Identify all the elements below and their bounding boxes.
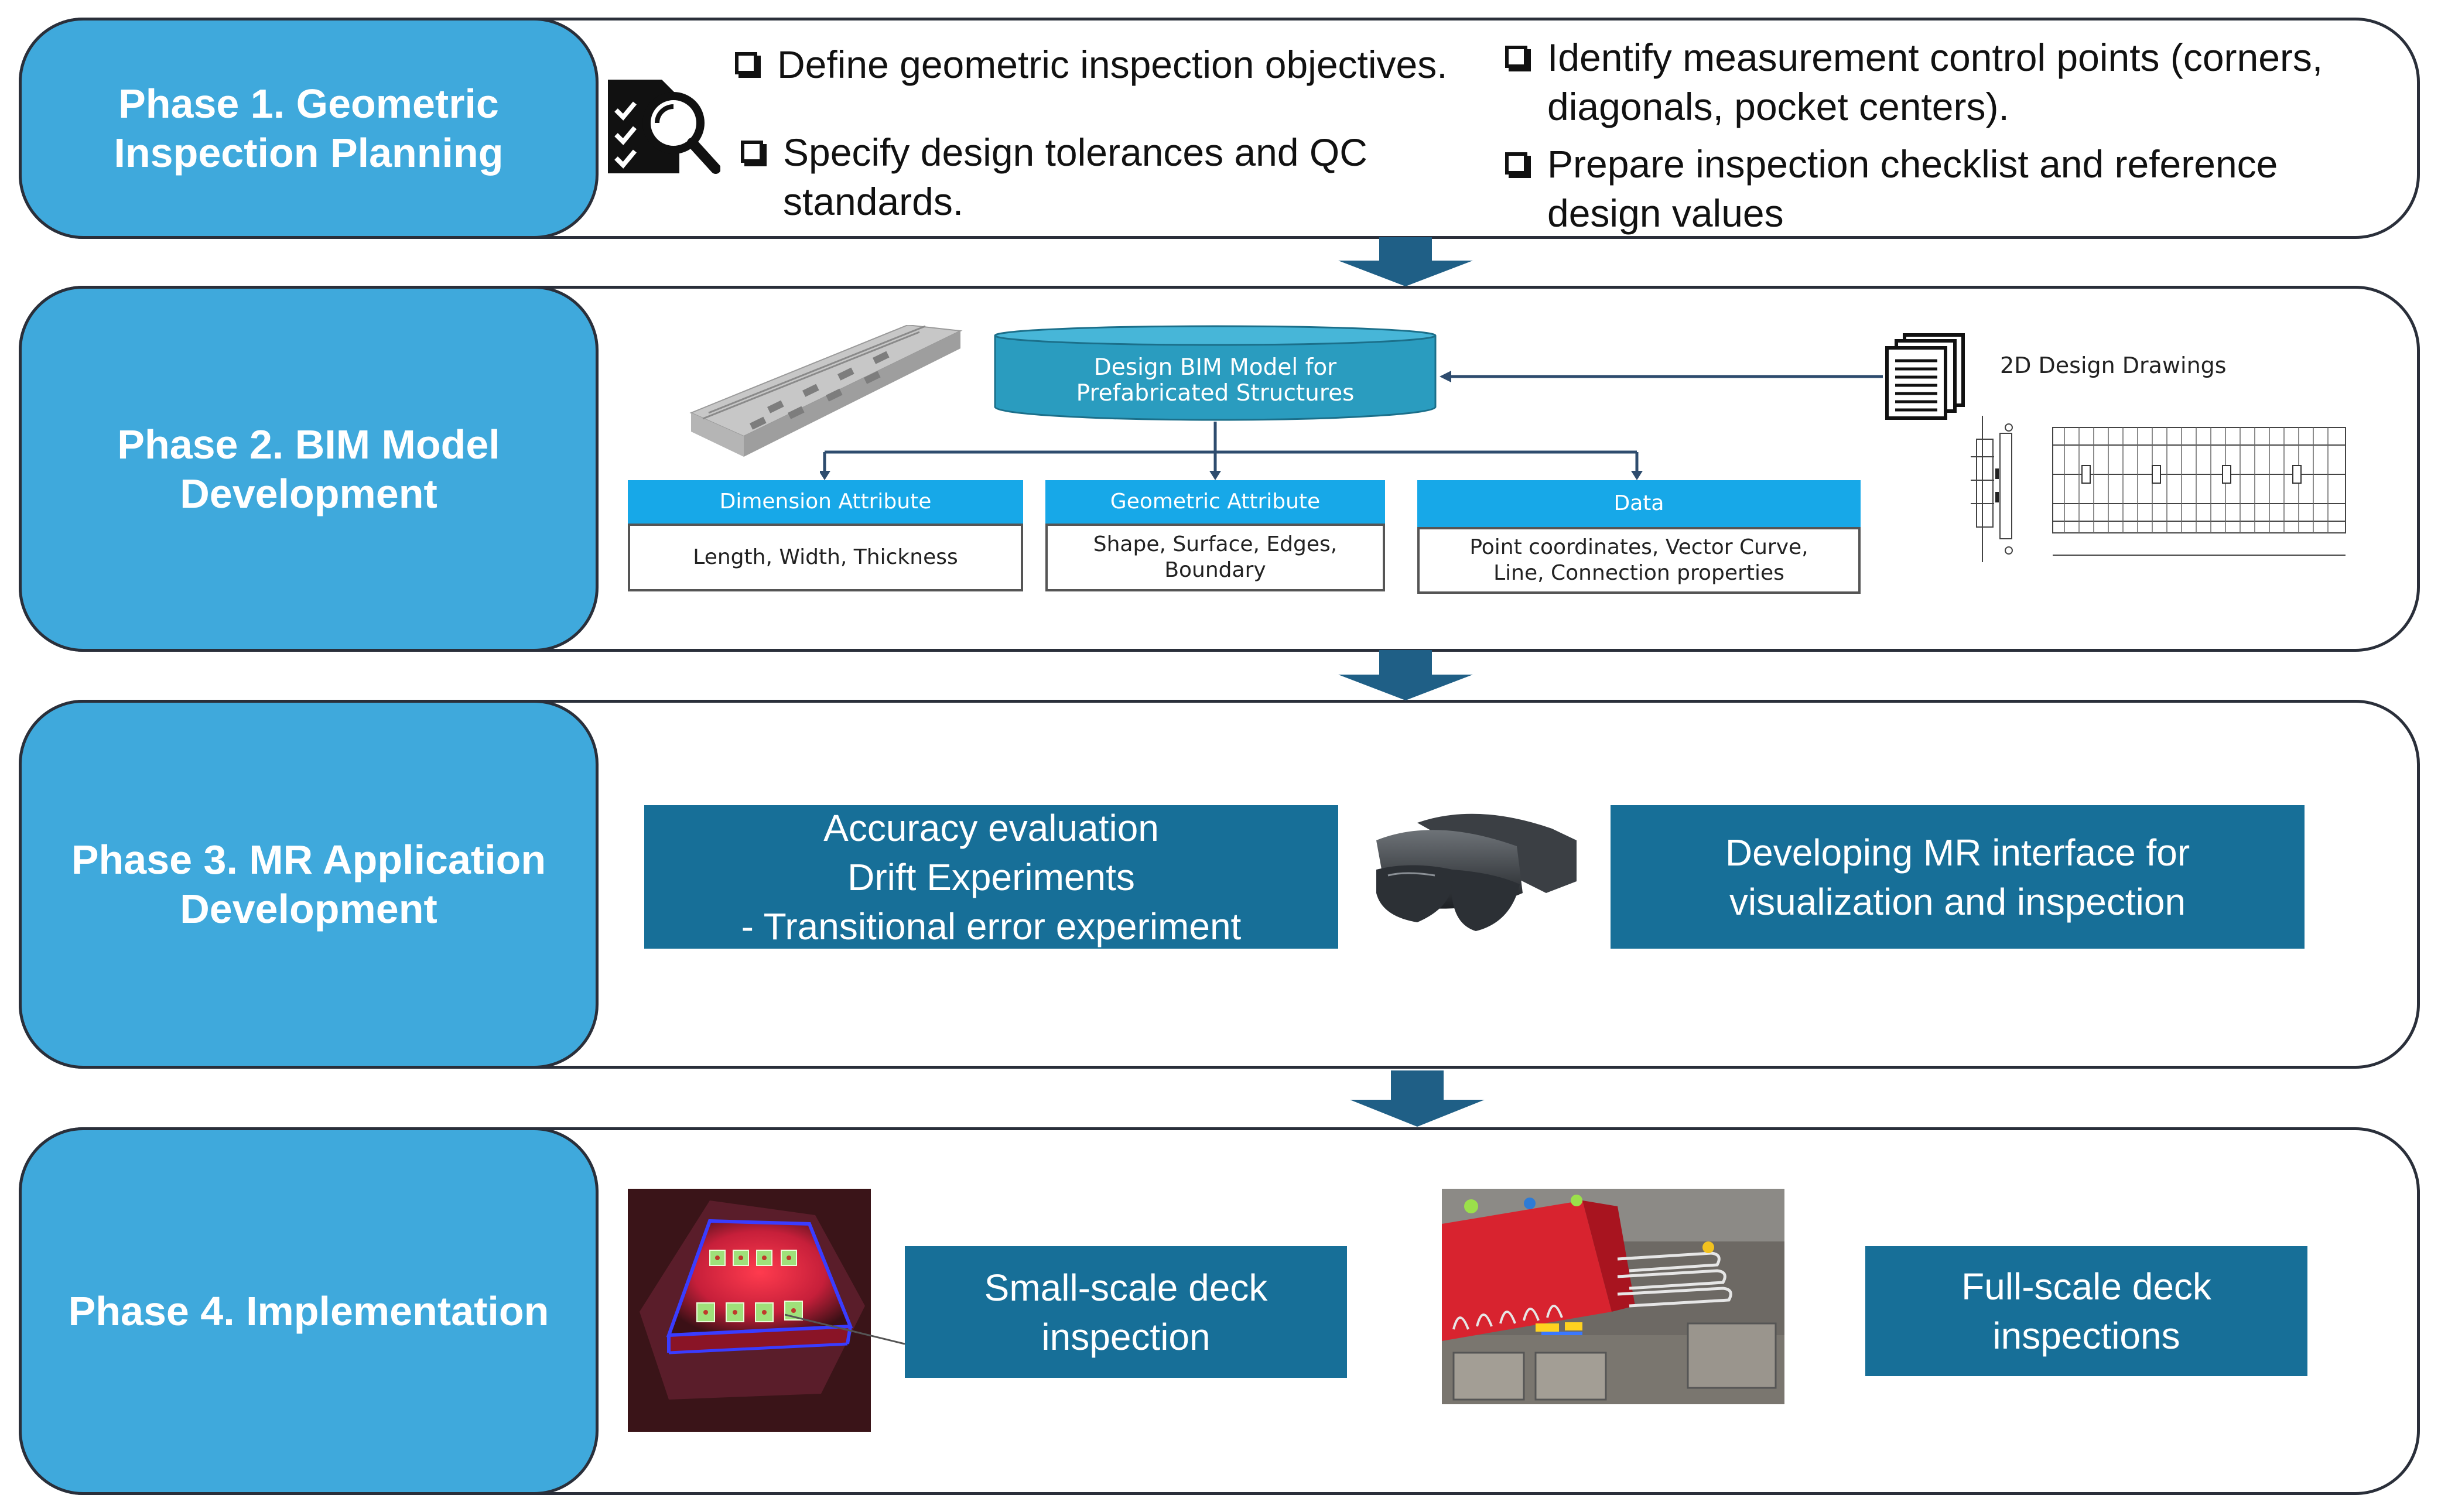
phase3-title: Phase 3. MR Application Development: [71, 837, 546, 932]
checklist-text: Prepare inspection checklist and referen…: [1547, 142, 2278, 235]
design-drawing-image: [1971, 416, 2346, 562]
checkbox-icon: [1505, 46, 1527, 68]
connector-line: [785, 1313, 905, 1345]
small-scale-deck-photo: [628, 1189, 871, 1432]
checkbox-icon: [741, 141, 763, 163]
checklist-item: Prepare inspection checklist and referen…: [1505, 139, 2395, 238]
checkbox-icon: [735, 52, 757, 74]
drift-line: Drift Experiments: [847, 856, 1135, 898]
accuracy-evaluation-box: Accuracy evaluation Drift Experiments - …: [644, 805, 1338, 949]
hololens-headset-image: [1376, 813, 1577, 931]
full-scale-inspection-box: Full-scale deck inspections: [1865, 1246, 2307, 1376]
phase4-title: Phase 4. Implementation: [68, 1288, 549, 1334]
geometric-attribute-body: Shape, Surface, Edges, Boundary: [1045, 524, 1385, 591]
accuracy-line: Accuracy evaluation: [823, 806, 1159, 849]
arrow-down-icon: [1350, 1070, 1485, 1127]
phase2-label: Phase 2. BIM Model Development: [19, 286, 599, 652]
arrow-down-icon: [1338, 237, 1473, 286]
checklist-text: Identify measurement control points (cor…: [1547, 36, 2323, 128]
bim-model-database-icon: [994, 325, 1437, 421]
dimension-attribute-header: Dimension Attribute: [628, 480, 1023, 524]
checkbox-icon: [1505, 152, 1527, 175]
data-attribute-header: Data: [1417, 480, 1861, 527]
precast-deck-model-image: [689, 325, 963, 457]
mr-interface-box: Developing MR interface for visualizatio…: [1611, 805, 2305, 949]
arrow-down-icon: [1338, 650, 1473, 700]
bim-connectors: [820, 371, 1883, 480]
phase4-label: Phase 4. Implementation: [19, 1127, 599, 1495]
phase3-label: Phase 3. MR Application Development: [19, 700, 599, 1069]
documents-stack-icon: [1885, 333, 1965, 420]
drawings-label: 2D Design Drawings: [2000, 353, 2227, 378]
checklist-text: Define geometric inspection objectives.: [777, 43, 1448, 86]
phase2-title: Phase 2. BIM Model Development: [117, 421, 500, 516]
transitional-line: - Transitional error experiment: [741, 905, 1242, 947]
checklist-text: Specify design tolerances and QC standar…: [783, 131, 1367, 223]
checklist-item: Specify design tolerances and QC standar…: [741, 128, 1444, 226]
checklist-magnifier-icon: [608, 80, 720, 174]
full-scale-deck-photo: [1442, 1189, 1784, 1404]
checklist-item: Define geometric inspection objectives.: [735, 40, 1496, 89]
data-attribute-body: Point coordinates, Vector Curve, Line, C…: [1417, 527, 1861, 594]
checklist-item: Identify measurement control points (cor…: [1505, 33, 2395, 131]
geometric-attribute-header: Geometric Attribute: [1045, 480, 1385, 524]
small-scale-inspection-box: Small-scale deck inspection: [905, 1246, 1347, 1378]
dimension-attribute-body: Length, Width, Thickness: [628, 524, 1023, 591]
phase1-title: Phase 1. Geometric Inspection Planning: [114, 81, 504, 176]
bim-model-label: Design BIM Model for Prefabricated Struc…: [1076, 354, 1355, 406]
phase1-label: Phase 1. Geometric Inspection Planning: [19, 18, 599, 239]
